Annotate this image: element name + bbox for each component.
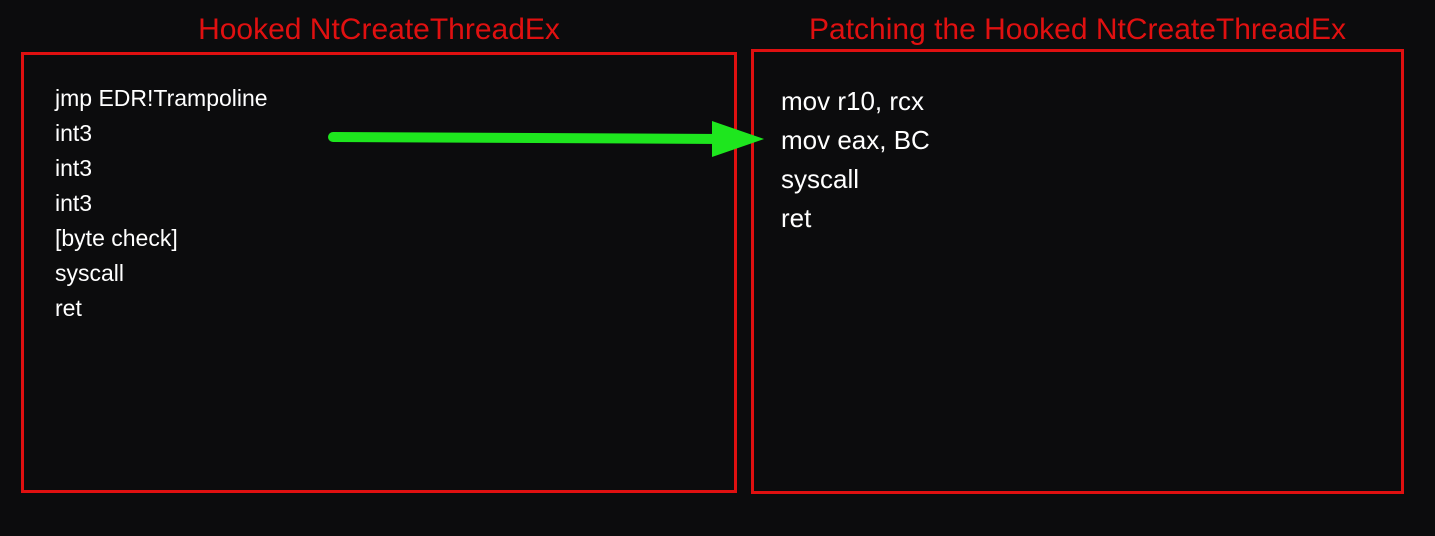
code-line: ret bbox=[781, 203, 812, 233]
code-line: jmp EDR!Trampoline bbox=[55, 85, 268, 111]
code-line: int3 bbox=[55, 190, 93, 216]
code-line: mov r10, rcx bbox=[781, 86, 925, 116]
patching-title: Patching the Hooked NtCreateThreadEx bbox=[809, 13, 1346, 46]
hooked-title: Hooked NtCreateThreadEx bbox=[198, 13, 560, 46]
code-line: syscall bbox=[781, 164, 860, 194]
code-line: mov eax, BC bbox=[781, 125, 930, 155]
code-line: [byte check] bbox=[55, 225, 178, 251]
code-line: int3 bbox=[55, 155, 93, 181]
code-line: ret bbox=[55, 295, 82, 321]
hooked-code-panel: jmp EDR!Trampoline int3 int3 int3 [byte … bbox=[21, 52, 737, 493]
hooked-code-lines: jmp EDR!Trampoline int3 int3 int3 [byte … bbox=[55, 81, 268, 326]
patched-code-panel: mov r10, rcx mov eax, BC syscall ret bbox=[751, 49, 1404, 494]
patched-code-lines: mov r10, rcx mov eax, BC syscall ret bbox=[781, 82, 930, 238]
code-line: int3 bbox=[55, 120, 93, 146]
code-line: syscall bbox=[55, 260, 125, 286]
